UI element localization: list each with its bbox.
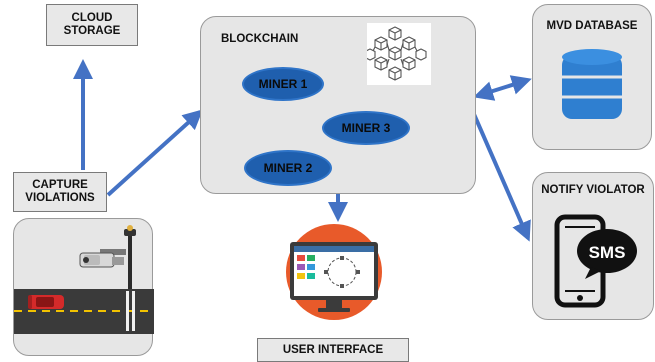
- miner-1-node: MINER 1: [242, 67, 324, 101]
- user-interface-label: USER INTERFACE: [282, 344, 384, 356]
- miner-2-node: MINER 2: [244, 150, 332, 186]
- mvd-database-panel: MVD DATABASE: [532, 4, 652, 150]
- notify-violator-label: NOTIFY VIOLATOR: [541, 184, 645, 196]
- capture-violations-label-line2: VIOLATIONS: [25, 191, 95, 204]
- smartphone-sms-icon: SMS: [554, 214, 637, 308]
- mvd-database-label: MVD DATABASE: [546, 20, 638, 32]
- miner-2-label: MINER 2: [263, 161, 313, 175]
- capture-violations-label-line1: CAPTURE: [32, 179, 88, 191]
- blockchain-cubes-icon: [367, 23, 431, 85]
- notify-violator-panel: NOTIFY VIOLATOR SMS: [532, 172, 654, 320]
- computer-monitor-icon: [286, 224, 382, 320]
- blockchain-title: BLOCKCHAIN: [221, 33, 299, 45]
- arrow-capture-to-blockchain: [106, 109, 203, 197]
- sms-text: SMS: [589, 243, 626, 262]
- cloud-storage-label-line1: CLOUD: [71, 12, 113, 24]
- street-scene-panel: [13, 218, 154, 356]
- database-icon: [562, 49, 622, 119]
- arrow-blockchain-to-notify: [468, 104, 531, 242]
- blockchain-panel: BLOCKCHAIN: [200, 16, 476, 194]
- miner-3-node: MINER 3: [322, 111, 410, 145]
- arrow-blockchain-database: [473, 75, 532, 101]
- cloud-storage-label-line2: STORAGE: [63, 24, 121, 37]
- miner-1-label: MINER 1: [258, 77, 308, 91]
- cloud-storage-box: CLOUD STORAGE: [46, 4, 138, 46]
- capture-violations-box: CAPTURE VIOLATIONS: [13, 172, 107, 212]
- traffic-camera-icon: [14, 225, 154, 334]
- user-interface-box: USER INTERFACE: [257, 338, 409, 362]
- miner-3-label: MINER 3: [341, 121, 391, 135]
